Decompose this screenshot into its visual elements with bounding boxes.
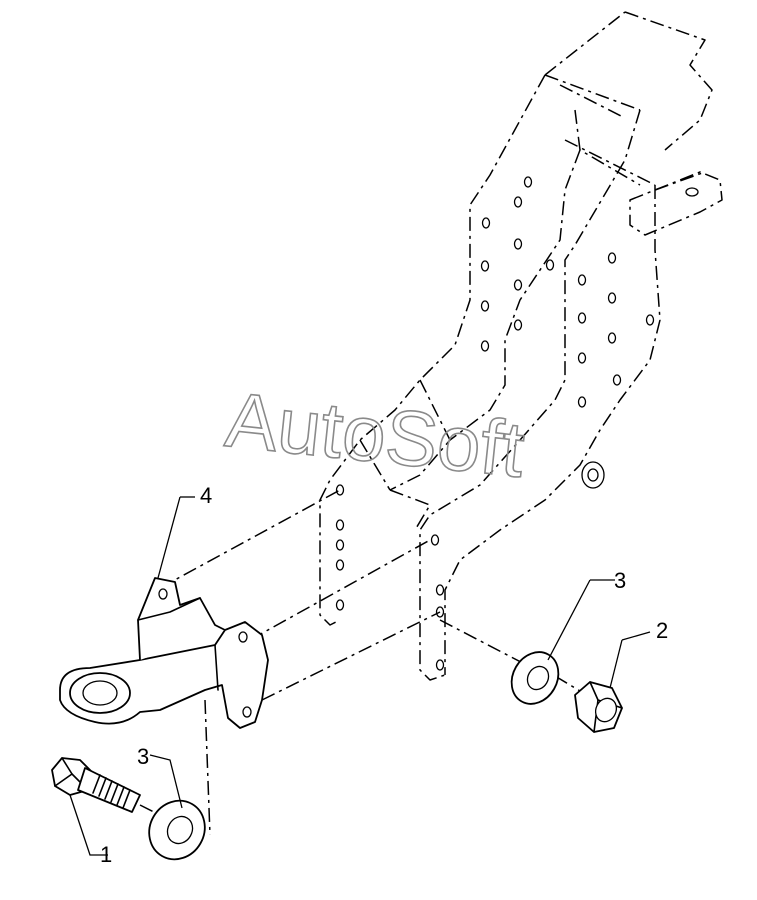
callout-tow-eye: 4 [200,483,212,508]
callout-bolt: 1 [100,842,112,867]
washer-left [148,799,206,861]
callout-washer-left: 3 [137,744,149,769]
washer-right [510,651,560,705]
bolt-thread-lines [92,774,131,809]
tow-eye-bracket [59,577,269,729]
callout-nut: 2 [656,618,668,643]
bolt [51,757,141,813]
callout-washer-right: 3 [614,568,626,593]
callout-leaders [69,496,651,856]
watermark-text: AutoSoft [222,375,529,494]
frame-rails-phantom [319,11,723,681]
nut [574,681,623,733]
rail-bolt-holes [335,176,655,671]
